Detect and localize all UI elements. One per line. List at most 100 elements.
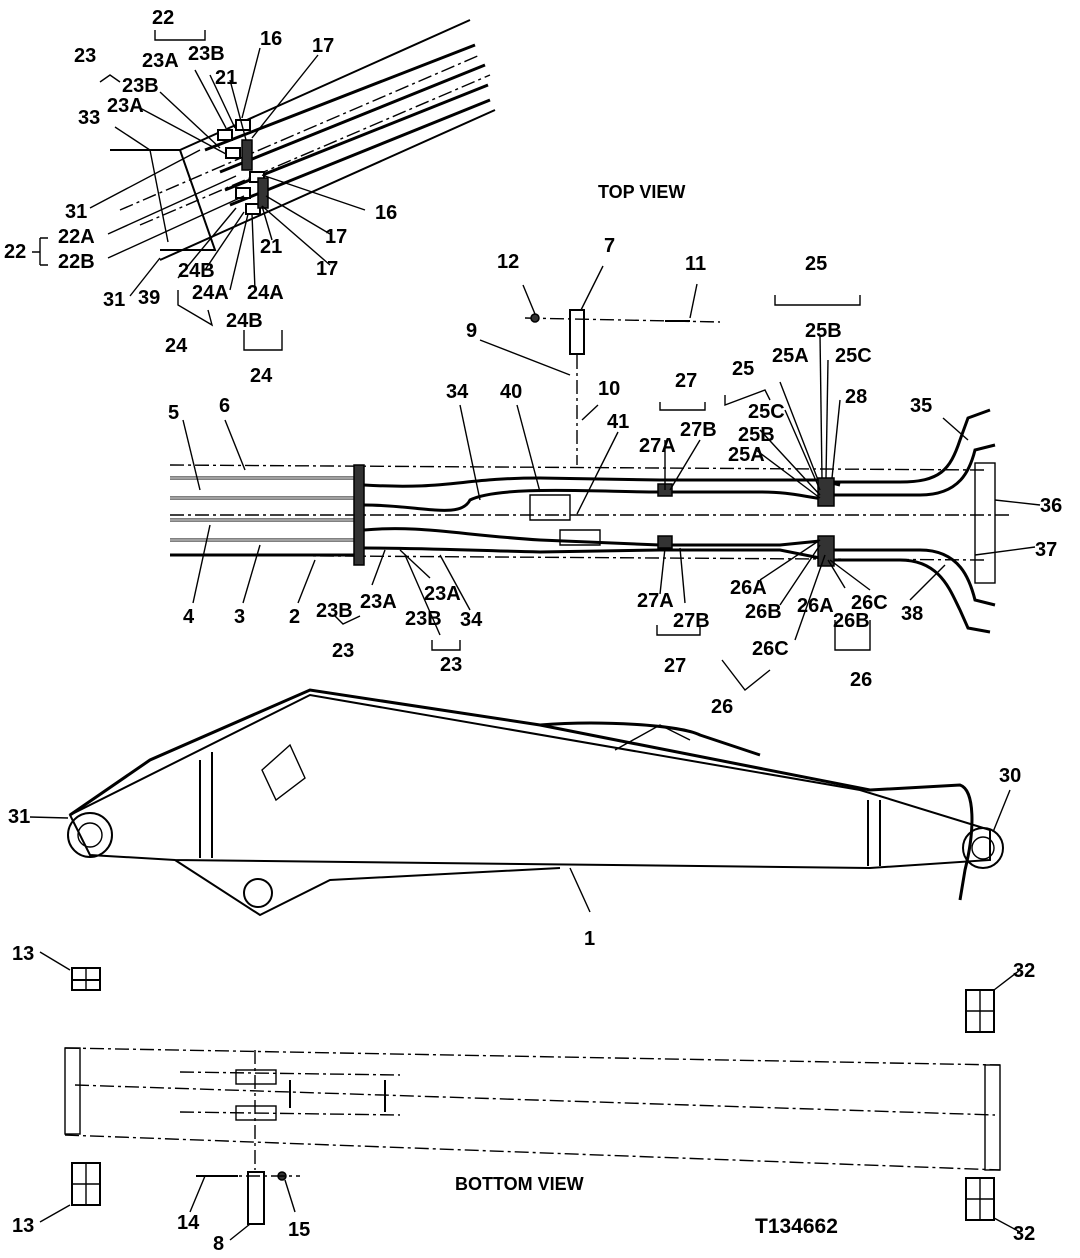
callout-25b: 25B: [805, 320, 842, 342]
callout-25: 25: [805, 253, 827, 275]
bushing-32-bottom: [965, 1177, 995, 1221]
callout-4: 4: [183, 606, 195, 628]
callout-23b: 23B: [122, 75, 159, 97]
callout-21: 21: [215, 67, 237, 89]
nut-12: [530, 313, 540, 323]
hose-36: [834, 443, 996, 497]
callout-32: 32: [1013, 1223, 1035, 1245]
callout-1: 1: [584, 928, 595, 950]
callout-23b: 23B: [188, 43, 225, 65]
callout-26a: 26A: [797, 595, 834, 617]
callout-15: 15: [288, 1219, 310, 1241]
callout-32: 32: [1013, 960, 1035, 982]
callout-22b: 22B: [58, 251, 95, 273]
callout-34: 34: [446, 381, 469, 403]
callout-25a: 25A: [772, 345, 809, 367]
callout-31: 31: [103, 289, 125, 311]
callout-22: 22: [152, 7, 174, 29]
detail-view: [32, 19, 496, 351]
callout-38: 38: [901, 603, 923, 625]
callout-27b: 27B: [680, 419, 717, 441]
bottom-view-bracket: [179, 1071, 401, 1116]
callout-22a: 22A: [58, 226, 95, 248]
detail-bracket-frame: [110, 149, 217, 251]
bottom-view-cross-members: [289, 1080, 386, 1112]
bottom-view-centerline: [74, 1084, 996, 1116]
callout-12: 12: [497, 251, 519, 273]
callout-17: 17: [316, 258, 338, 280]
hose-bracket-40: [529, 494, 601, 546]
callout-35: 35: [910, 395, 932, 417]
callout-27: 27: [664, 655, 686, 677]
boom-warning-decal: [261, 743, 306, 802]
callout-8: 8: [213, 1233, 224, 1255]
hose-38: [834, 558, 991, 634]
callout-21: 21: [260, 236, 282, 258]
side-hose-branch: [539, 721, 761, 757]
pin-7: [569, 309, 585, 355]
bushing-32-top: [965, 989, 995, 1033]
top-view-leaders: [182, 265, 1041, 691]
callout-37: 37: [1035, 539, 1057, 561]
callout-10: 10: [598, 378, 620, 400]
bottom-view-title: BOTTOM VIEW: [455, 1174, 584, 1194]
callout-13: 13: [12, 1215, 34, 1237]
callout-34: 34: [460, 609, 483, 631]
hose-lower-run-2: [363, 546, 831, 562]
callout-16: 16: [260, 28, 282, 50]
bottom-view-outline: [64, 1047, 1001, 1171]
callout-26c: 26C: [752, 638, 789, 660]
detail-centerline: [119, 54, 491, 226]
fitting-25: [817, 477, 835, 507]
callout-36: 36: [1040, 495, 1062, 517]
callout-23: 23: [332, 640, 354, 662]
callout-24: 24: [165, 335, 188, 357]
callout-23a: 23A: [107, 95, 144, 117]
hose-upper-run-2: [363, 488, 831, 512]
callout-7: 7: [604, 235, 615, 257]
callout-23a: 23A: [142, 50, 179, 72]
callout-24a: 24A: [192, 282, 229, 304]
callout-14: 14: [177, 1212, 200, 1234]
callout-25c: 25C: [748, 401, 785, 423]
detail-hose-1: [204, 43, 476, 152]
callout-26a: 26A: [730, 577, 767, 599]
bracket-pin-hole: [243, 878, 273, 908]
callout-26: 26: [711, 696, 733, 718]
bottom-view-leaders: [39, 951, 1021, 1241]
callout-2: 2: [289, 606, 300, 628]
bottom-view-right-end: [984, 1064, 1001, 1171]
callout-25b: 25B: [738, 424, 775, 446]
callout-11: 11: [685, 253, 706, 275]
hose-clamp-block: [353, 464, 365, 566]
detail-hose-3: [224, 83, 489, 192]
callout-24b: 24B: [178, 260, 215, 282]
figure-reference-id: T134662: [755, 1215, 838, 1238]
side-view-boom: [29, 688, 1011, 917]
top-view-title: TOP VIEW: [598, 182, 685, 202]
detail-leaders: [32, 30, 366, 351]
bushing-13-bottom: [71, 1162, 101, 1206]
hose-support-bracket: [614, 724, 691, 751]
callout-13: 13: [12, 943, 34, 965]
callout-23b: 23B: [405, 608, 442, 630]
callout-25c: 25C: [835, 345, 872, 367]
top-view-boom-end: [974, 462, 996, 584]
detail-hose-4: [229, 98, 491, 207]
boom-tip-pin: [962, 827, 1004, 869]
callout-26: 26: [850, 669, 872, 691]
side-view-leaders: [29, 789, 1011, 913]
callout-25a: 25A: [728, 444, 765, 466]
callout-3: 3: [234, 606, 245, 628]
callout-39: 39: [138, 287, 160, 309]
bottom-view: [39, 951, 1021, 1241]
callout-24a: 24A: [247, 282, 284, 304]
detail-boom-outline: [159, 19, 496, 261]
callout-27a: 27A: [639, 435, 676, 457]
callout-41: 41: [607, 411, 629, 433]
callout-6: 6: [219, 395, 230, 417]
callout-30: 30: [999, 765, 1021, 787]
callout-23a: 23A: [424, 583, 461, 605]
top-view: [169, 265, 1041, 691]
bottom-view-left-end: [64, 1047, 81, 1135]
